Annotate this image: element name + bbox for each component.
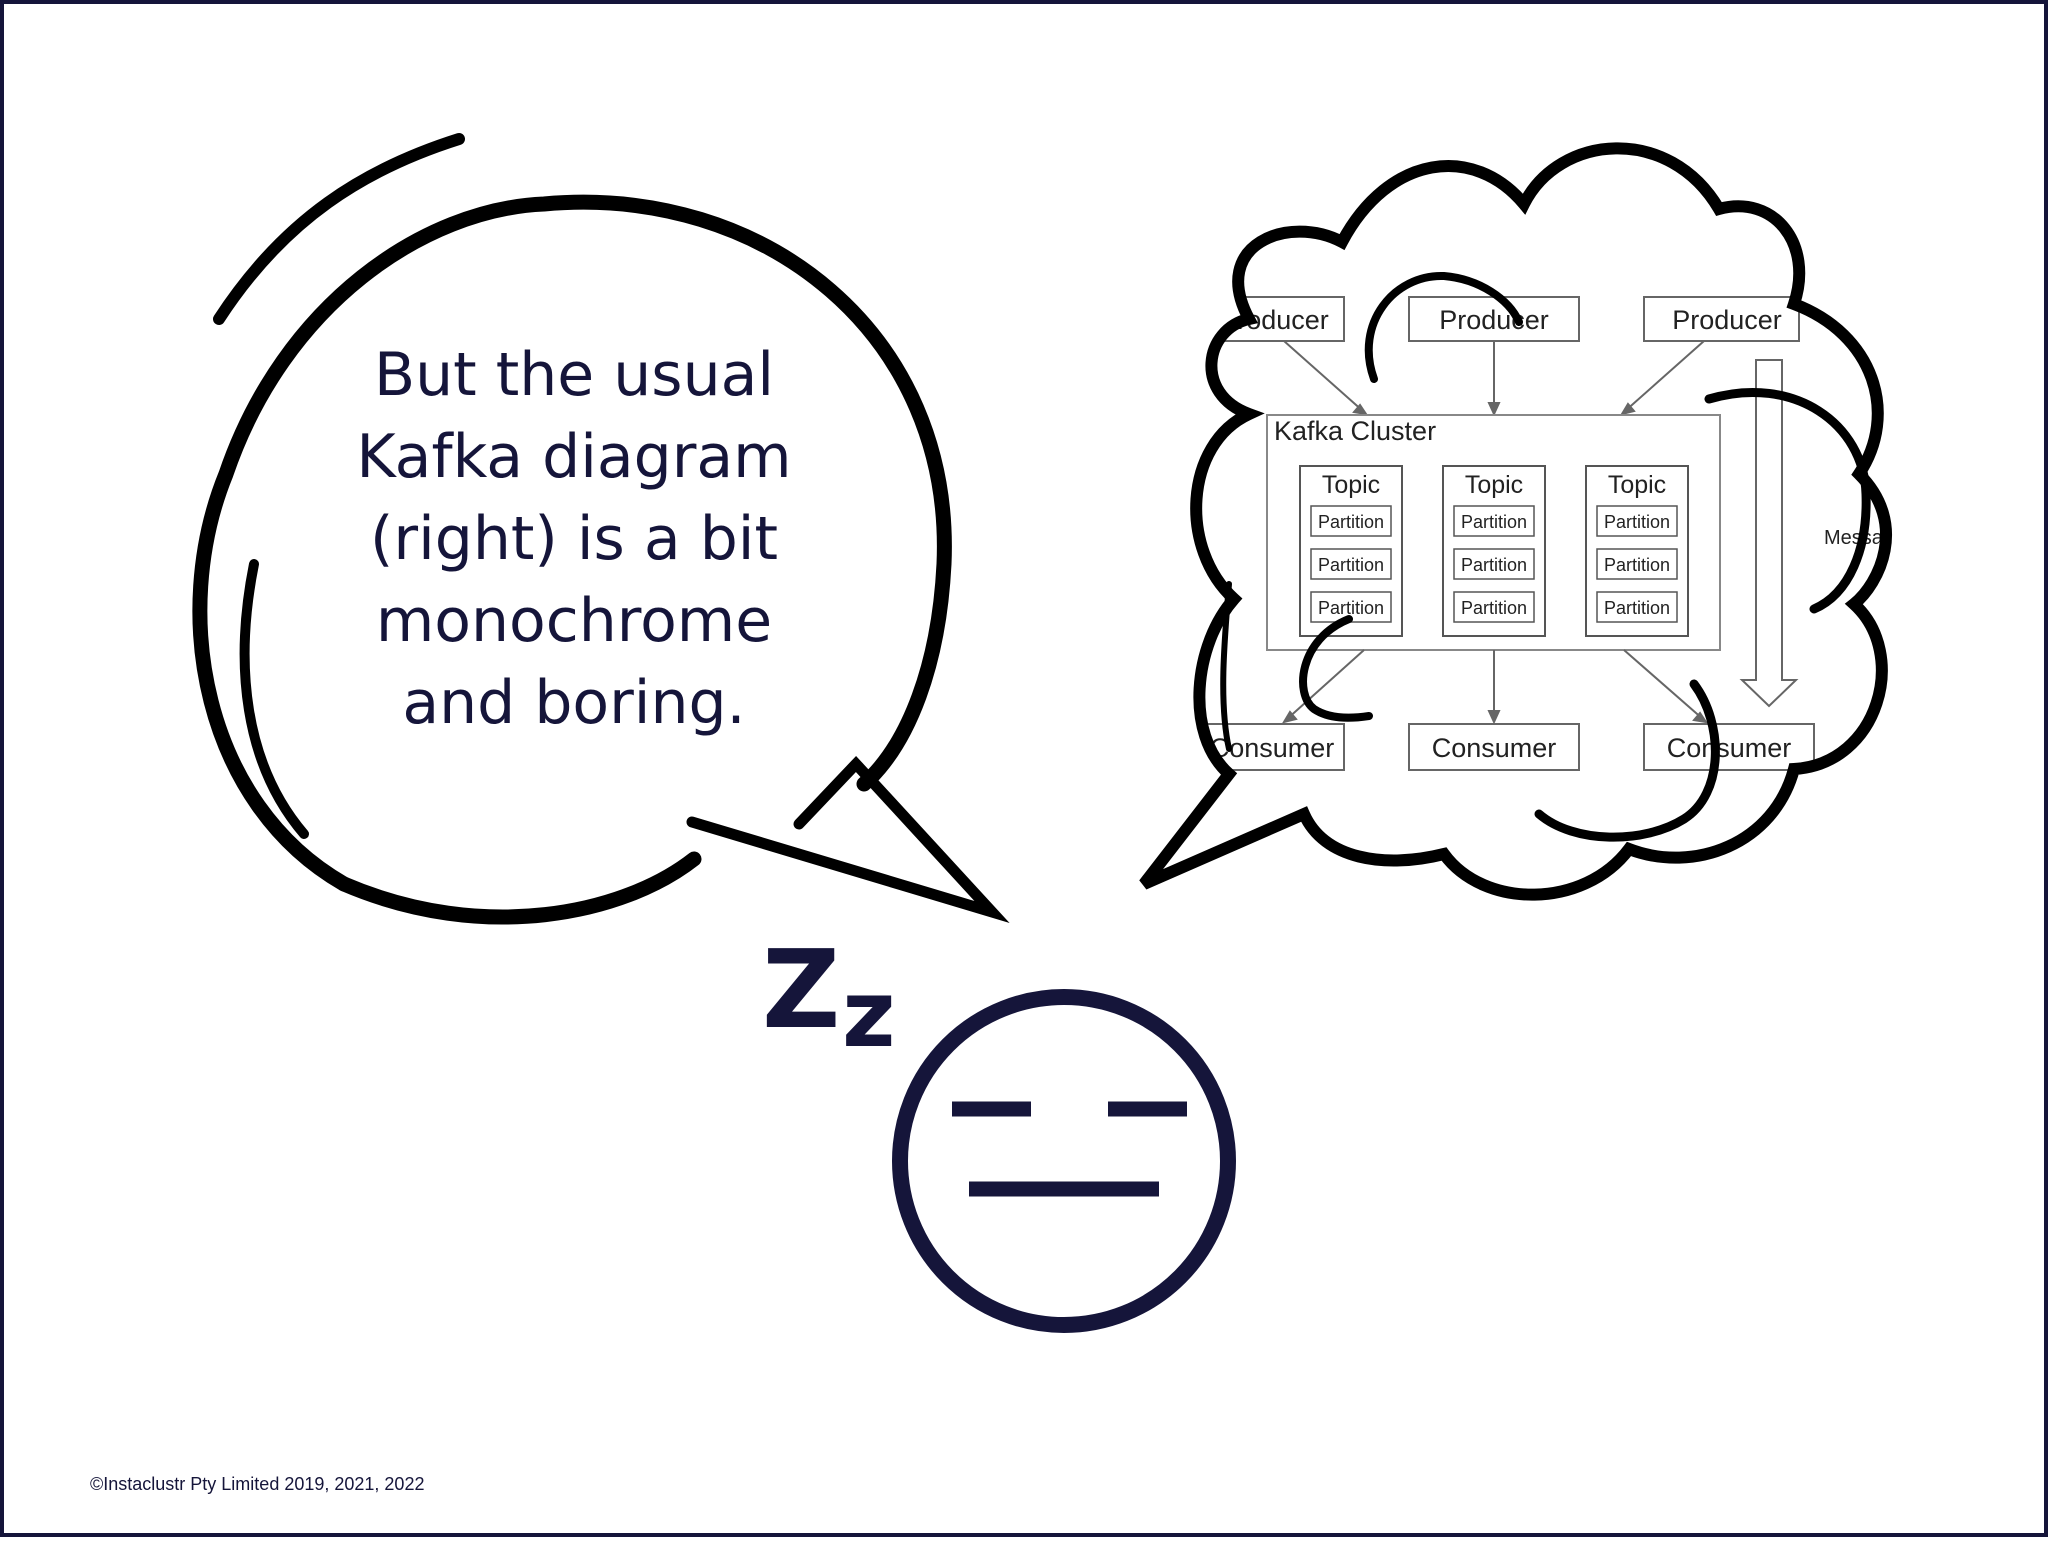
producer-box-2: Producer bbox=[1643, 296, 1800, 342]
speech-line-1: But the usual bbox=[373, 340, 775, 410]
consumer-box-1: Consumer bbox=[1408, 723, 1580, 771]
illustration: Producer Producer Producer bbox=[192, 133, 1915, 1333]
speech-line-4: monochrome bbox=[375, 586, 773, 656]
zz-sleep-icon: Z z bbox=[762, 928, 896, 1068]
cloud-flourishes bbox=[1220, 271, 1871, 842]
producer-label-2: Producer bbox=[1672, 305, 1782, 335]
producer-box-1: Producer bbox=[1408, 296, 1580, 342]
consumer-box-2: Consumer bbox=[1643, 723, 1815, 771]
consumer-label-1: Consumer bbox=[1432, 733, 1557, 763]
zz-big: Z bbox=[762, 928, 840, 1053]
zz-small: z bbox=[842, 961, 896, 1068]
topic-box-1: Topic Partition Partition Partition bbox=[1442, 465, 1546, 637]
topic-label-2: Topic bbox=[1608, 471, 1666, 499]
partition-label: Partition bbox=[1461, 555, 1527, 575]
topic-box-0: Topic Partition Partition Partition bbox=[1299, 465, 1403, 637]
kafka-cluster-label: Kafka Cluster bbox=[1274, 416, 1436, 446]
thought-cloud: Producer Producer Producer bbox=[1139, 142, 1915, 901]
partition-label: Partition bbox=[1604, 555, 1670, 575]
messages-label: Messages bbox=[1824, 527, 1915, 549]
partition-label: Partition bbox=[1461, 512, 1527, 532]
partition-label: Partition bbox=[1604, 598, 1670, 618]
topic-box-2: Topic Partition Partition Partition bbox=[1585, 465, 1689, 637]
copyright-footer: ©Instaclustr Pty Limited 2019, 2021, 202… bbox=[90, 1474, 425, 1494]
speech-line-3: (right) is a bit bbox=[370, 504, 778, 574]
topic-label-0: Topic bbox=[1322, 471, 1380, 499]
speech-bubble bbox=[192, 133, 1010, 925]
speech-line-5: and boring. bbox=[402, 668, 746, 738]
partition-label: Partition bbox=[1318, 598, 1384, 618]
partition-label: Partition bbox=[1318, 512, 1384, 532]
topic-label-1: Topic bbox=[1465, 471, 1523, 499]
producer-arrows bbox=[1283, 340, 1705, 417]
sleepy-face bbox=[892, 989, 1236, 1333]
kafka-diagram: Producer Producer Producer bbox=[1198, 296, 1915, 771]
partition-label: Partition bbox=[1604, 512, 1670, 532]
partition-label: Partition bbox=[1461, 598, 1527, 618]
speech-text: But the usual Kafka diagram (right) is a… bbox=[324, 334, 824, 744]
partition-label: Partition bbox=[1318, 555, 1384, 575]
message-flow-arrow bbox=[1739, 359, 1799, 708]
consumer-arrows bbox=[1281, 649, 1709, 725]
speech-line-2: Kafka diagram bbox=[356, 422, 792, 492]
consumer-label-2: Consumer bbox=[1667, 733, 1792, 763]
producer-label-1: Producer bbox=[1439, 305, 1549, 335]
